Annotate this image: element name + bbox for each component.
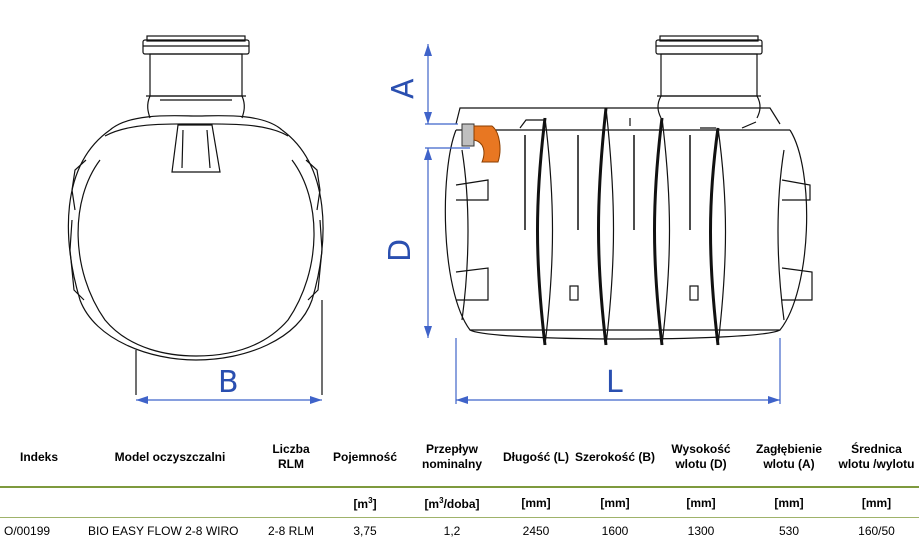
dimension-label-b: B	[218, 365, 239, 400]
front-view-tank	[67, 35, 324, 395]
header-pojemnosc: Pojemność	[332, 449, 398, 464]
unit-pojemnosc: [m3]	[326, 486, 404, 518]
cell-wysokosc: 1300	[658, 517, 744, 544]
unit-wysokosc: [mm]	[658, 486, 744, 518]
cell-rlm: 2-8 RLM	[256, 517, 326, 544]
dimension-d: D	[383, 147, 470, 338]
cell-model: BIO EASY FLOW 2-8 WIRO	[84, 517, 256, 544]
header-przeplyw: Przepływ nominalny	[421, 442, 482, 471]
cell-przeplyw: 1,2	[404, 517, 500, 544]
cell-dlugosc: 2450	[500, 517, 572, 544]
cell-indeks: O/00199	[0, 517, 84, 544]
header-indeks: Indeks	[20, 449, 59, 464]
unit-przeplyw: [m3/doba]	[404, 486, 500, 518]
unit-szerokosc: [mm]	[572, 486, 658, 518]
unit-srednica: [mm]	[834, 486, 919, 518]
cell-pojemnosc: 3,75	[326, 517, 404, 544]
spec-table: Indeks Model oczyszczalni Liczba RLM Poj…	[0, 428, 919, 544]
header-srednica: Średnica wlotu /wylotu	[838, 442, 915, 471]
unit-dlugosc: [mm]	[500, 486, 572, 518]
tank-straps	[524, 107, 727, 346]
units-row: [m3] [m3/doba] [mm] [mm] [mm] [mm] [mm]	[0, 486, 919, 518]
dimension-label-a: A	[386, 78, 421, 99]
dimension-label-l: L	[606, 365, 623, 400]
header-liczba-rlm: Liczba RLM	[272, 442, 310, 471]
tank-technical-drawing: B	[67, 35, 813, 404]
side-view-tank	[444, 35, 813, 340]
dimension-label-d: D	[383, 239, 418, 262]
header-dlugosc: Długość (L)	[503, 449, 569, 464]
cell-zaglebienie: 530	[744, 517, 834, 544]
header-szerokosc: Szerokość (B)	[574, 449, 656, 464]
table-header-row: Indeks Model oczyszczalni Liczba RLM Poj…	[0, 428, 919, 487]
dimension-a: A	[386, 44, 458, 125]
dimension-l: L	[455, 338, 781, 404]
dimension-b: B	[136, 365, 322, 404]
unit-zaglebienie: [mm]	[744, 486, 834, 518]
header-zaglebienie: Zagłębienie wlotu (A)	[755, 442, 823, 471]
cell-szerokosc: 1600	[572, 517, 658, 544]
header-wysokosc: Wysokość wlotu (D)	[671, 442, 731, 471]
cell-srednica: 160/50	[834, 517, 919, 544]
inlet-pipe-icon	[461, 123, 501, 163]
header-model: Model oczyszczalni	[114, 449, 226, 464]
table-row: O/00199 BIO EASY FLOW 2-8 WIRO 2-8 RLM 3…	[0, 517, 919, 544]
